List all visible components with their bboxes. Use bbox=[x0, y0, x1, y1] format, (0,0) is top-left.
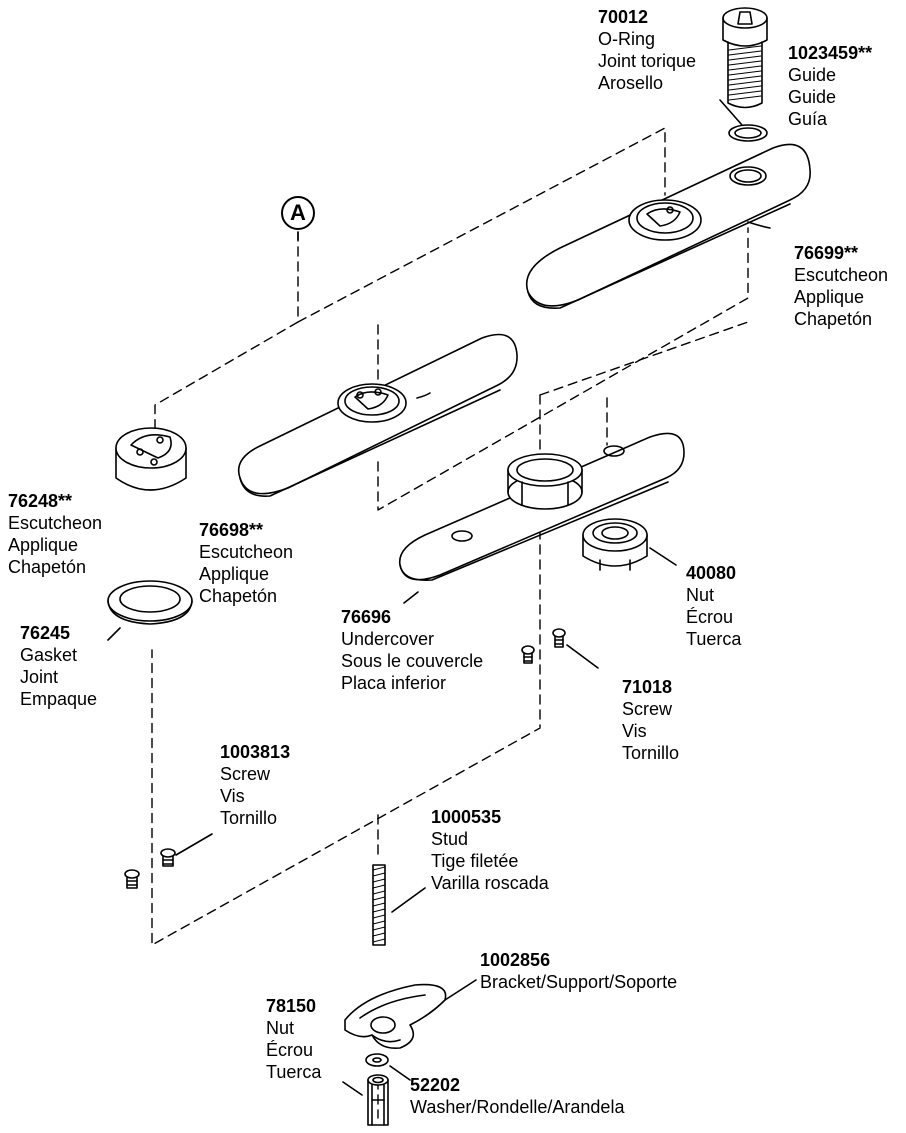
label-1023459: 1023459** Guide Guide Guía bbox=[788, 42, 872, 130]
part-number: 1003813 bbox=[220, 742, 291, 762]
part-name-en: Undercover bbox=[341, 629, 435, 649]
label-1002856: 1002856 Bracket/Support/Soporte bbox=[480, 949, 677, 993]
part-name-en: Escutcheon bbox=[8, 513, 103, 533]
label-76245: 76245 Gasket Joint Empaque bbox=[20, 622, 97, 710]
part-name-es: Chapetón bbox=[794, 309, 873, 329]
label-52202: 52202 Washer/Rondelle/Arandela bbox=[410, 1074, 624, 1118]
part-name-fr: Guide bbox=[788, 87, 837, 107]
screw-71018-drawing bbox=[521, 628, 599, 669]
part-number: 1002856 bbox=[480, 950, 551, 970]
part-name-en: Screw bbox=[622, 699, 673, 719]
part-name-en: O-Ring bbox=[598, 29, 656, 49]
part-number: 78150 bbox=[266, 996, 317, 1016]
callout-a: A bbox=[281, 196, 315, 230]
part-name-fr: Tige filetée bbox=[431, 851, 519, 871]
part-number: 52202 bbox=[410, 1075, 461, 1095]
part-name-en: Gasket bbox=[20, 645, 78, 665]
part-number: 1023459** bbox=[788, 43, 873, 63]
part-number: 40080 bbox=[686, 563, 737, 583]
part-number: 76248** bbox=[8, 491, 73, 511]
o-ring-drawing bbox=[719, 99, 768, 142]
label-76248: 76248** Escutcheon Applique Chapetón bbox=[8, 490, 102, 578]
part-name-fr: Joint torique bbox=[598, 51, 697, 71]
escutcheon-76248-drawing bbox=[115, 427, 187, 491]
part-name-en: Escutcheon bbox=[199, 542, 294, 562]
part-number: 76245 bbox=[20, 623, 71, 643]
stud-drawing bbox=[372, 864, 426, 946]
part-name-es: Chapetón bbox=[8, 557, 87, 577]
part-name-es: Tornillo bbox=[220, 808, 278, 828]
label-76696: 76696 Undercover Sous le couvercle Placa… bbox=[341, 606, 483, 694]
part-name: Washer/Rondelle/Arandela bbox=[410, 1097, 625, 1117]
guide-part-drawing bbox=[722, 7, 768, 109]
part-name-en: Screw bbox=[220, 764, 271, 784]
part-number: 1000535 bbox=[431, 807, 502, 827]
part-number: 70012 bbox=[598, 7, 649, 27]
part-name-es: Arosello bbox=[598, 73, 664, 93]
bracket-drawing bbox=[344, 979, 477, 1050]
part-name-fr: Vis bbox=[220, 786, 245, 806]
washer-drawing bbox=[365, 1053, 411, 1081]
part-name-en: Guide bbox=[788, 65, 837, 85]
part-name-es: Tornillo bbox=[622, 743, 680, 763]
part-name-fr: Joint bbox=[20, 667, 59, 687]
part-name-en: Nut bbox=[266, 1018, 295, 1038]
part-name-fr: Écrou bbox=[266, 1040, 314, 1060]
alignment-lines bbox=[151, 127, 749, 1119]
part-number: 76696 bbox=[341, 607, 392, 627]
nut-40080-drawing bbox=[582, 518, 677, 571]
part-name-es: Tuerca bbox=[266, 1062, 322, 1082]
label-78150: 78150 Nut Écrou Tuerca bbox=[266, 995, 321, 1083]
label-76699: 76699** Escutcheon Applique Chapetón bbox=[794, 242, 888, 330]
part-name-fr: Applique bbox=[794, 287, 865, 307]
label-40080: 40080 Nut Écrou Tuerca bbox=[686, 562, 741, 650]
part-name-fr: Applique bbox=[8, 535, 79, 555]
part-name-fr: Écrou bbox=[686, 607, 734, 627]
part-name: Bracket/Support/Soporte bbox=[480, 972, 678, 992]
part-name-fr: Applique bbox=[199, 564, 270, 584]
screw-1003813-drawing bbox=[124, 833, 213, 889]
label-70012: 70012 O-Ring Joint torique Arosello bbox=[598, 6, 696, 94]
part-number: 76698** bbox=[199, 520, 264, 540]
part-name-en: Escutcheon bbox=[794, 265, 889, 285]
part-name-es: Guía bbox=[788, 109, 828, 129]
escutcheon-76698-drawing bbox=[237, 333, 518, 497]
label-76698: 76698** Escutcheon Applique Chapetón bbox=[199, 519, 293, 607]
part-number: 71018 bbox=[622, 677, 673, 697]
undercover-drawing bbox=[398, 432, 685, 604]
part-name-en: Nut bbox=[686, 585, 715, 605]
part-name-es: Empaque bbox=[20, 689, 98, 709]
part-name-es: Tuerca bbox=[686, 629, 742, 649]
nut-78150-drawing bbox=[342, 1074, 389, 1126]
label-1003813: 1003813 Screw Vis Tornillo bbox=[220, 741, 290, 829]
gasket-drawing bbox=[107, 580, 193, 641]
escutcheon-76699-drawing bbox=[526, 143, 811, 309]
part-name-es: Placa inferior bbox=[341, 673, 447, 693]
part-name-es: Varilla roscada bbox=[431, 873, 549, 893]
part-number: 76699** bbox=[794, 243, 859, 263]
part-name-fr: Vis bbox=[622, 721, 647, 741]
label-71018: 71018 Screw Vis Tornillo bbox=[622, 676, 679, 764]
label-1000535: 1000535 Stud Tige filetée Varilla roscad… bbox=[431, 806, 549, 894]
part-name-es: Chapetón bbox=[199, 586, 278, 606]
part-name-fr: Sous le couvercle bbox=[341, 651, 484, 671]
part-name-en: Stud bbox=[431, 829, 469, 849]
